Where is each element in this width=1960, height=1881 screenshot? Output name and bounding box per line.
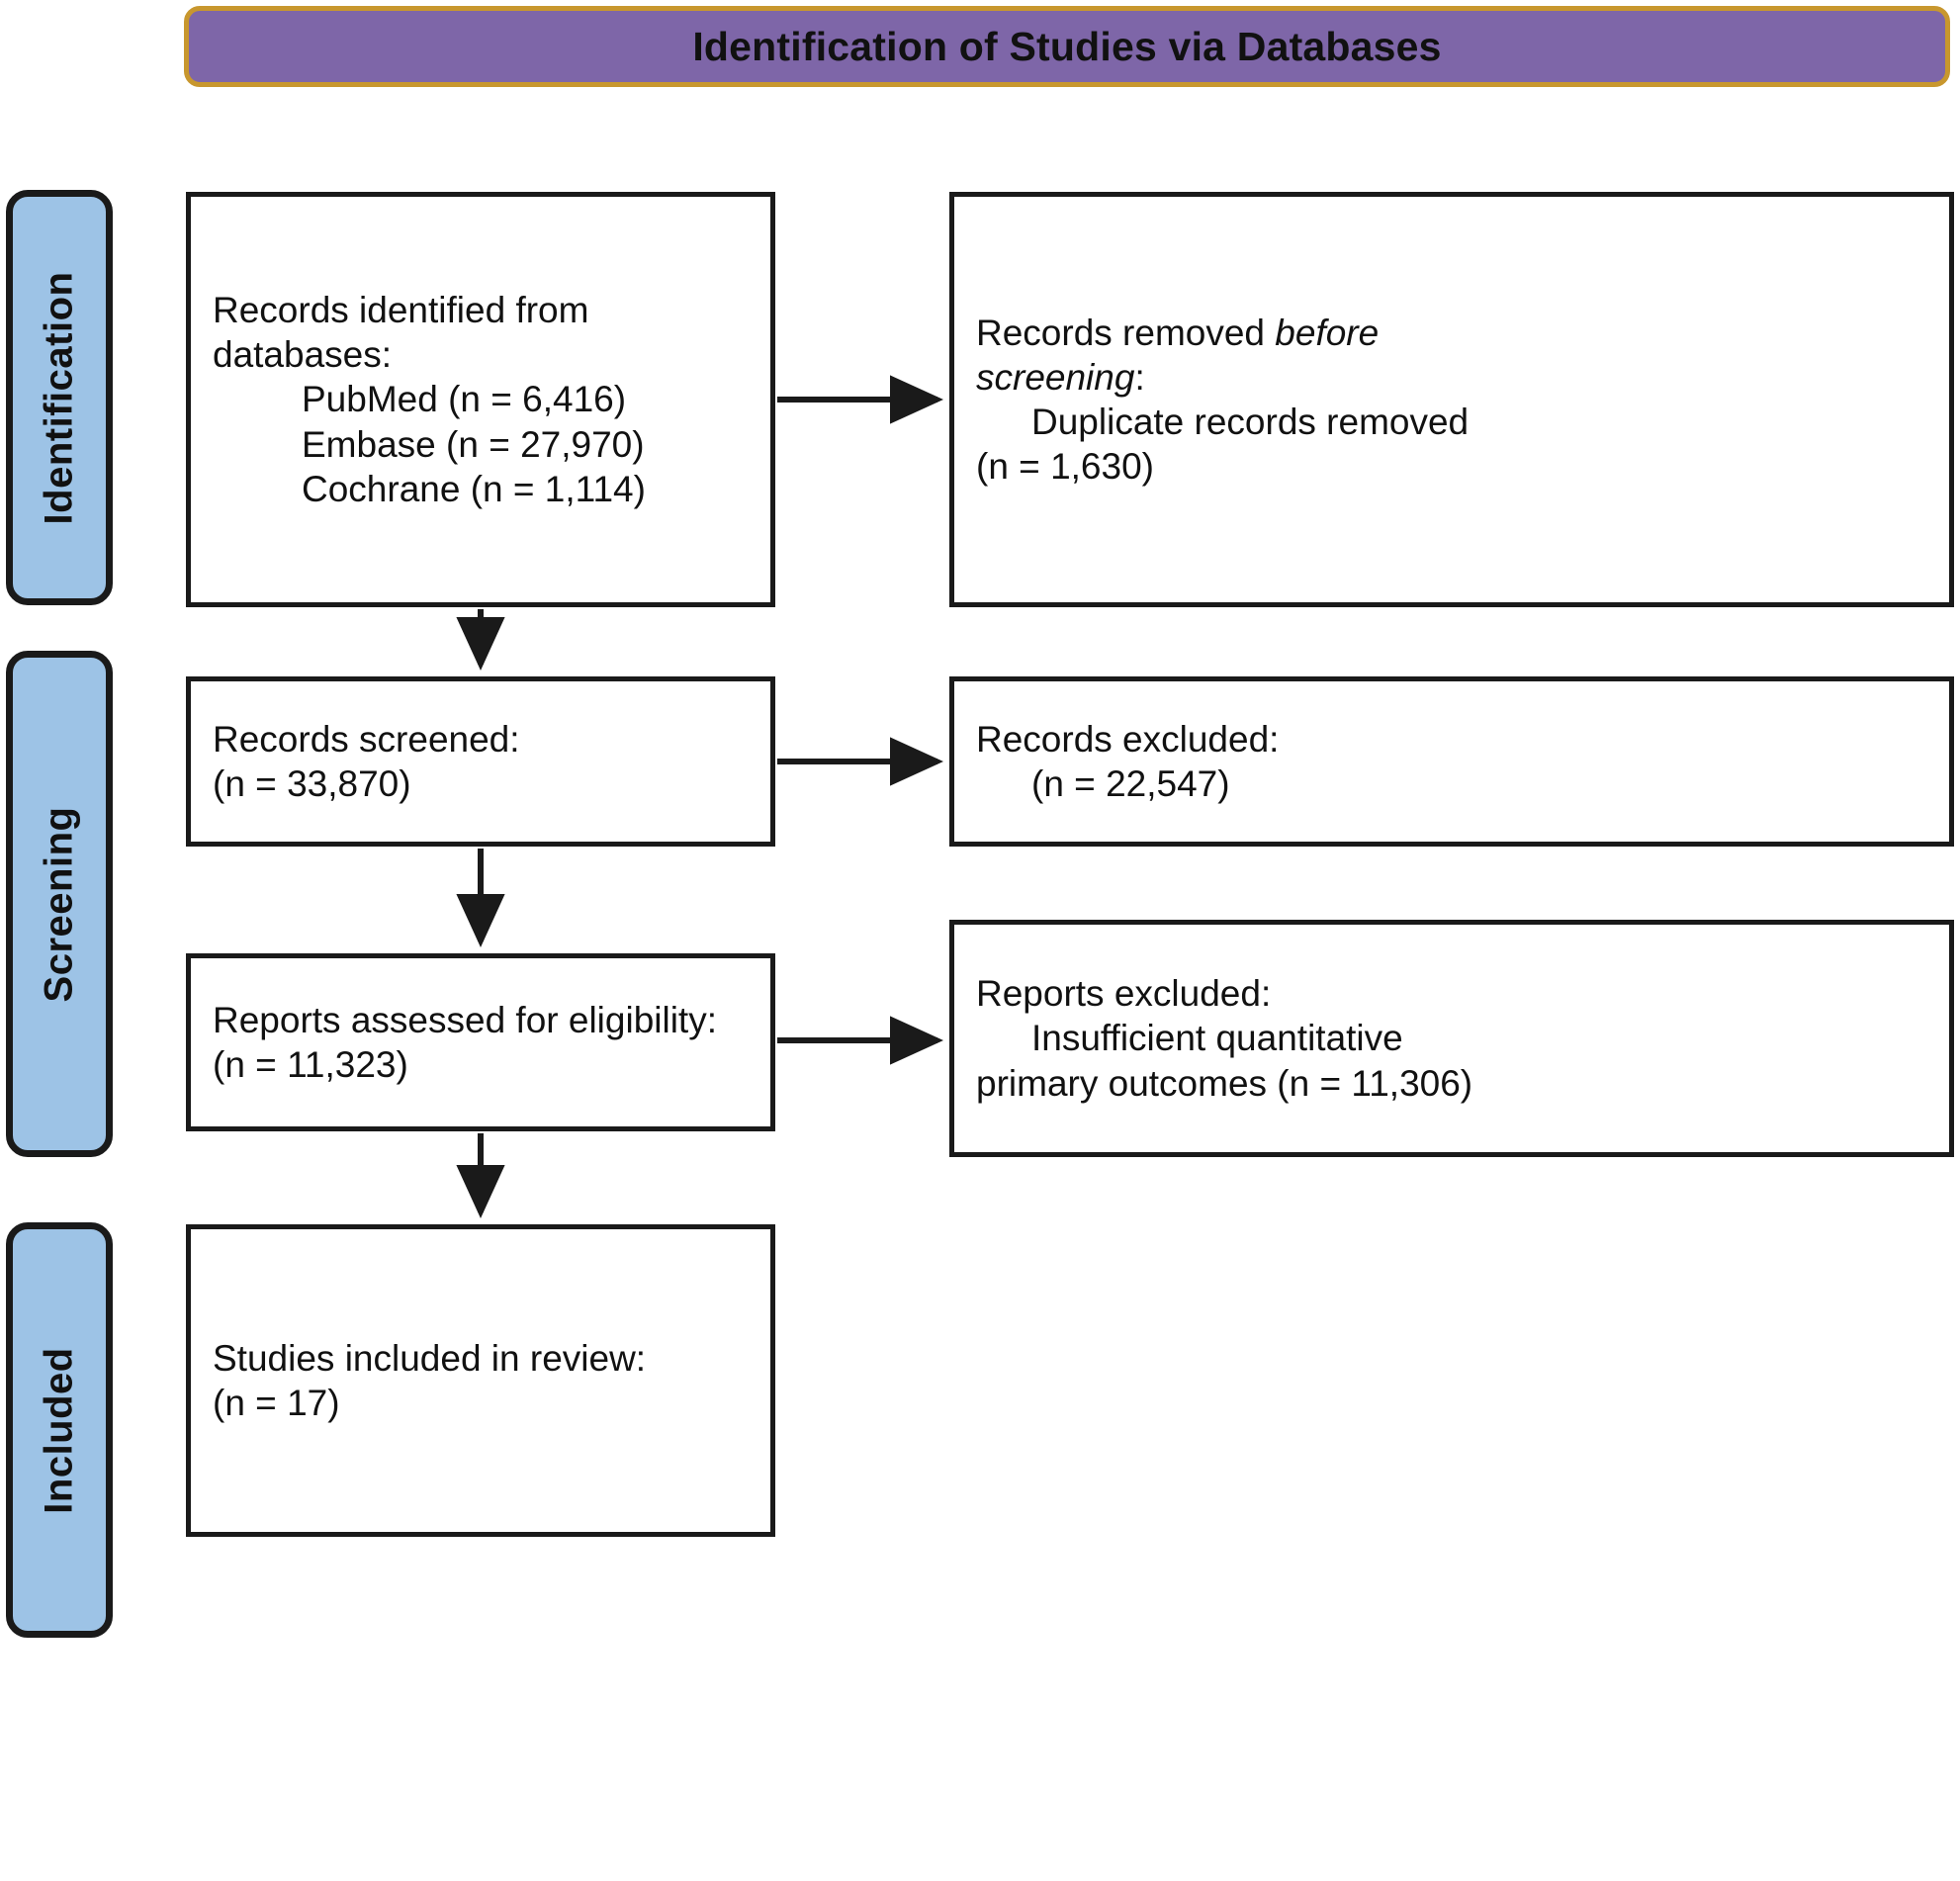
box-records-identified-text: Records identified from databases: PubMe… (191, 288, 770, 511)
reports-excluded-label: Reports excluded: (976, 973, 1272, 1015)
box-reports-assessed-for-eligibility: Reports assessed for eligibility: (n = 1… (186, 953, 775, 1131)
page-title: Identification of Studies via Databases (692, 23, 1442, 69)
records-excluded-count: (n = 22,547) (1031, 763, 1230, 804)
reports-assessed-count: (n = 11,323) (213, 1044, 408, 1085)
stage-label-identification: Identification (6, 190, 113, 605)
records-screened-label: Records screened: (213, 718, 520, 760)
records-removed-count: (n = 1,630) (976, 446, 1154, 488)
stage-label-screening-text: Screening (37, 806, 81, 1002)
studies-included-count: (n = 17) (213, 1383, 340, 1423)
records-identified-embase: Embase (n = 27,970) (302, 423, 645, 465)
records-removed-duplicates: Duplicate records removed (1031, 402, 1470, 442)
reports-assessed-label: Reports assessed for eligibility: (213, 999, 717, 1040)
records-excluded-label: Records excluded: (976, 718, 1280, 760)
box-records-identified: Records identified from databases: PubMe… (186, 192, 775, 607)
reports-excluded-reason-line-1: Insufficient quantitative (1031, 1018, 1403, 1059)
box-studies-included-text: Studies included in review: (n = 17) (191, 1336, 770, 1425)
box-reports-excluded-text: Reports excluded: Insufficient quantitat… (954, 971, 1949, 1105)
box-records-screened: Records screened: (n = 33,870) (186, 676, 775, 847)
studies-included-label: Studies included in review: (213, 1337, 647, 1379)
records-removed-line-2-plain: : (1134, 356, 1145, 398)
records-identified-pubmed: PubMed (n = 6,416) (302, 379, 627, 420)
records-identified-cochrane: Cochrane (n = 1,114) (302, 468, 646, 509)
records-removed-line-1: Records removed before (976, 311, 1927, 355)
box-records-screened-text: Records screened: (n = 33,870) (191, 717, 770, 806)
header-banner: Identification of Studies via Databases (184, 6, 1950, 87)
records-identified-line-1: Records identified from (213, 290, 589, 331)
records-removed-line-2-italic: screening (976, 356, 1135, 398)
records-removed-line-1-italic: before (1275, 312, 1380, 353)
box-studies-included-in-review: Studies included in review: (n = 17) (186, 1224, 775, 1537)
stage-label-identification-text: Identification (37, 271, 81, 524)
records-removed-line-2: screening: (976, 355, 1927, 400)
stage-label-included-text: Included (37, 1346, 81, 1514)
records-removed-line-1-plain: Records removed (976, 312, 1276, 353)
stage-label-screening: Screening (6, 651, 113, 1157)
stage-label-included: Included (6, 1222, 113, 1638)
records-screened-count: (n = 33,870) (213, 763, 411, 804)
box-reports-excluded: Reports excluded: Insufficient quantitat… (949, 920, 1954, 1157)
box-records-excluded-text: Records excluded: (n = 22,547) (954, 717, 1949, 806)
box-records-removed-before-screening: Records removed before screening: Duplic… (949, 192, 1954, 607)
box-records-excluded: Records excluded: (n = 22,547) (949, 676, 1954, 847)
reports-excluded-reason-line-2: primary outcomes (n = 11,306) (976, 1062, 1473, 1104)
box-records-removed-text: Records removed before screening: Duplic… (954, 311, 1949, 490)
records-identified-line-2: databases: (213, 334, 393, 376)
box-reports-assessed-text: Reports assessed for eligibility: (n = 1… (191, 998, 770, 1087)
